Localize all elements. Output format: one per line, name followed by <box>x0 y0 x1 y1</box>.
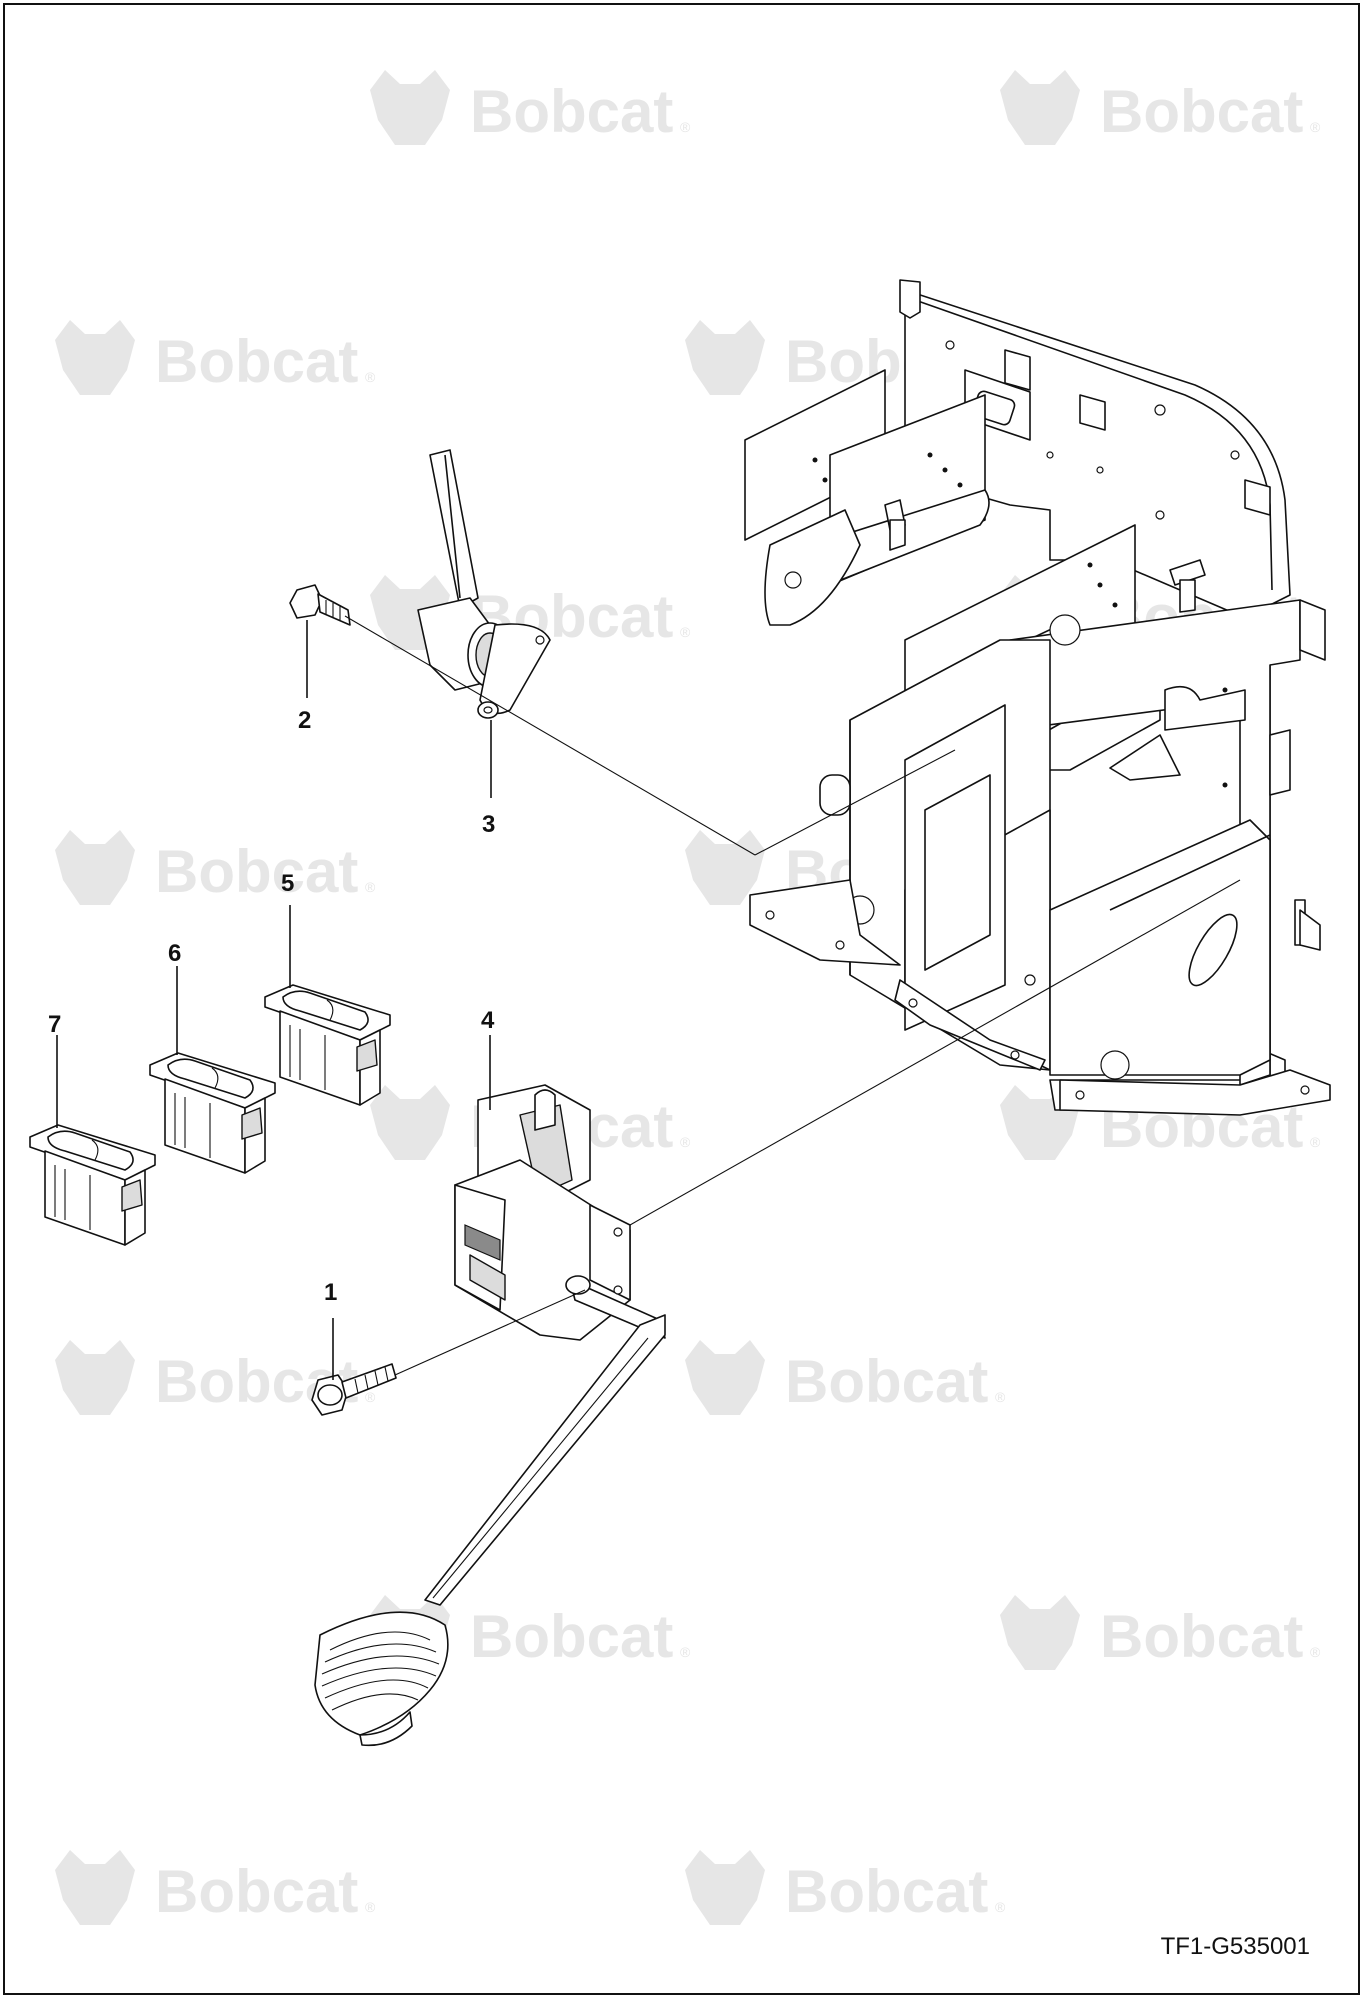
bobcat-head-icon <box>685 1340 765 1415</box>
watermark-registered-mark: ® <box>995 1389 1006 1405</box>
bobcat-head-icon <box>685 320 765 395</box>
bobcat-head-icon <box>55 320 135 395</box>
callout-6: 6 <box>168 940 181 967</box>
watermark-brand-text: Bobcat <box>155 1858 358 1925</box>
watermark-brand-text: Bobcat <box>155 838 358 905</box>
bobcat-watermark: Bobcat ® <box>685 1340 1006 1415</box>
bobcat-head-icon <box>55 830 135 905</box>
watermark-brand-text: Bobcat <box>1100 1603 1303 1670</box>
watermark-registered-mark: ® <box>1310 1134 1321 1150</box>
assembly-lines <box>56 615 1241 1380</box>
rocker-switch <box>29 1124 156 1246</box>
watermark-brand-text: Bobcat <box>785 1348 988 1415</box>
watermark-registered-mark: ® <box>680 119 691 135</box>
callout-7: 7 <box>48 1011 61 1038</box>
bobcat-head-icon <box>55 1340 135 1415</box>
bobcat-head-icon <box>1000 70 1080 145</box>
watermark-brand-text: Bobcat <box>470 78 673 145</box>
watermark-brand-text: Bobcat <box>785 1858 988 1925</box>
bobcat-head-icon <box>55 1850 135 1925</box>
watermark-registered-mark: ® <box>365 879 376 895</box>
bobcat-watermark: Bobcat ® <box>685 1850 1006 1925</box>
callout-labels: 2 3 5 6 7 4 1 <box>48 707 495 1306</box>
watermark-brand-text: Bobcat <box>1100 78 1303 145</box>
callout-5: 5 <box>281 870 294 897</box>
watermark-brand-text: Bobcat <box>470 1603 673 1670</box>
bobcat-watermark: Bobcat ® <box>1000 1595 1321 1670</box>
bolt-part-1 <box>311 1363 397 1416</box>
watermark-layer: Bobcat®Bobcat®Bobcat®Bobcat®Bobcat®Bobca… <box>55 70 1321 1925</box>
watermark-registered-mark: ® <box>1310 1644 1321 1660</box>
watermark-registered-mark: ® <box>365 369 376 385</box>
console-frame <box>744 279 1331 1116</box>
watermark-brand-text: Bobcat <box>155 328 358 395</box>
bobcat-head-icon <box>370 70 450 145</box>
watermark-registered-mark: ® <box>680 1134 691 1150</box>
watermark-registered-mark: ® <box>365 1899 376 1915</box>
rocker-switches <box>29 984 391 1246</box>
callout-4: 4 <box>481 1007 495 1034</box>
bobcat-watermark: Bobcat ® <box>370 70 691 145</box>
callout-1: 1 <box>324 1279 337 1306</box>
washer-part-3 <box>477 701 499 719</box>
figure-reference-code: TF1-G535001 <box>1161 1933 1310 1960</box>
rocker-switch <box>149 1052 276 1174</box>
callout-3: 3 <box>482 811 495 838</box>
bobcat-watermark: Bobcat ® <box>55 1850 376 1925</box>
bobcat-watermark: Bobcat ® <box>1000 70 1321 145</box>
bobcat-watermark: Bobcat ® <box>55 830 376 905</box>
rocker-switch <box>264 984 391 1106</box>
bobcat-watermark: Bobcat ® <box>55 320 376 395</box>
callout-2: 2 <box>298 707 311 734</box>
foot-pedal-assembly <box>314 1084 666 1747</box>
bolt-part-2 <box>289 584 351 626</box>
bobcat-head-icon <box>370 1085 450 1160</box>
watermark-registered-mark: ® <box>1310 119 1321 135</box>
watermark-registered-mark: ® <box>365 1389 376 1405</box>
bobcat-head-icon <box>685 1850 765 1925</box>
watermark-registered-mark: ® <box>680 1644 691 1660</box>
watermark-registered-mark: ® <box>680 624 691 640</box>
watermark-registered-mark: ® <box>995 1899 1006 1915</box>
bobcat-head-icon <box>1000 1595 1080 1670</box>
